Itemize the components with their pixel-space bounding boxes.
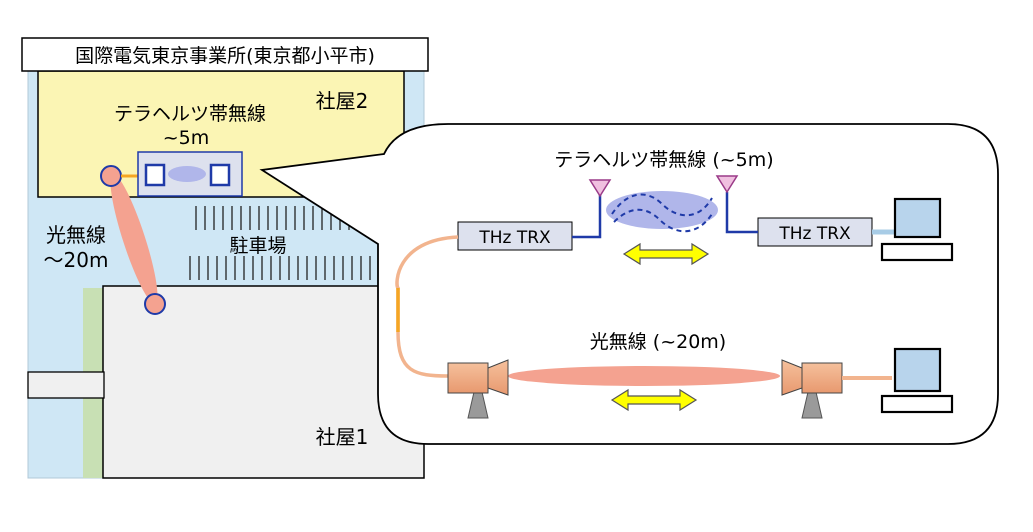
parking-label: 駐車場 xyxy=(229,235,286,257)
site-title: 国際電気東京事業所(東京都小平市) xyxy=(75,45,375,67)
thz-trx-left-label: THz TRX xyxy=(478,228,551,248)
thz-title: テラヘルツ帯無線 (~5m) xyxy=(554,149,773,171)
map-optical-label-line2: ～20m xyxy=(44,248,109,272)
site-map: テラヘルツ帯無線 ~5m 社屋2 駐車場 光無線 ～20m 社屋1 xyxy=(27,69,425,479)
building-2-label: 社屋2 xyxy=(316,89,369,113)
optical-link-detail: 光無線 (~20m) xyxy=(447,331,892,419)
map-thz-beam xyxy=(168,166,206,182)
pc-optical-icon xyxy=(880,347,954,414)
map-optical-node-top xyxy=(100,165,122,187)
map-optical-node-bottom xyxy=(144,293,166,315)
thz-link-detail: テラヘルツ帯無線 (~5m) THz TRX THz TRX xyxy=(457,149,895,266)
thz-right-antenna-wire xyxy=(725,192,758,234)
optical-transceiver-left xyxy=(447,359,509,419)
map-thz-label-line1: テラヘルツ帯無線 xyxy=(114,103,266,125)
map-thz-trx-left xyxy=(144,163,166,187)
optical-bidirectional-arrow xyxy=(610,388,698,412)
thz-antenna-left xyxy=(588,179,612,198)
thz-beam xyxy=(606,191,718,229)
thz-trx-left-box xyxy=(457,221,573,251)
thz-left-antenna-wire xyxy=(572,192,602,239)
pc-thz-icon xyxy=(880,197,954,262)
optical-beam xyxy=(508,366,780,386)
thz-wave-2 xyxy=(613,208,713,233)
thz-wave-1 xyxy=(611,193,713,217)
building-1-label: 社屋1 xyxy=(316,425,369,449)
thz-trx-right-label: THz TRX xyxy=(778,224,851,244)
building-1-corridor xyxy=(27,371,105,399)
map-thz-label-line2: ~5m xyxy=(163,127,210,149)
optical-title: 光無線 (~20m) xyxy=(590,331,726,353)
parking-hatch xyxy=(189,256,371,280)
thz-antenna-right xyxy=(715,175,739,194)
site-title-box: 国際電気東京事業所(東京都小平市) xyxy=(21,37,429,72)
building-1 xyxy=(102,285,425,479)
thz-bidirectional-arrow xyxy=(622,242,710,266)
map-optical-label-line1: 光無線 xyxy=(46,223,106,247)
map-optical-beam xyxy=(110,174,158,304)
map-thz-trx-right xyxy=(209,163,231,187)
